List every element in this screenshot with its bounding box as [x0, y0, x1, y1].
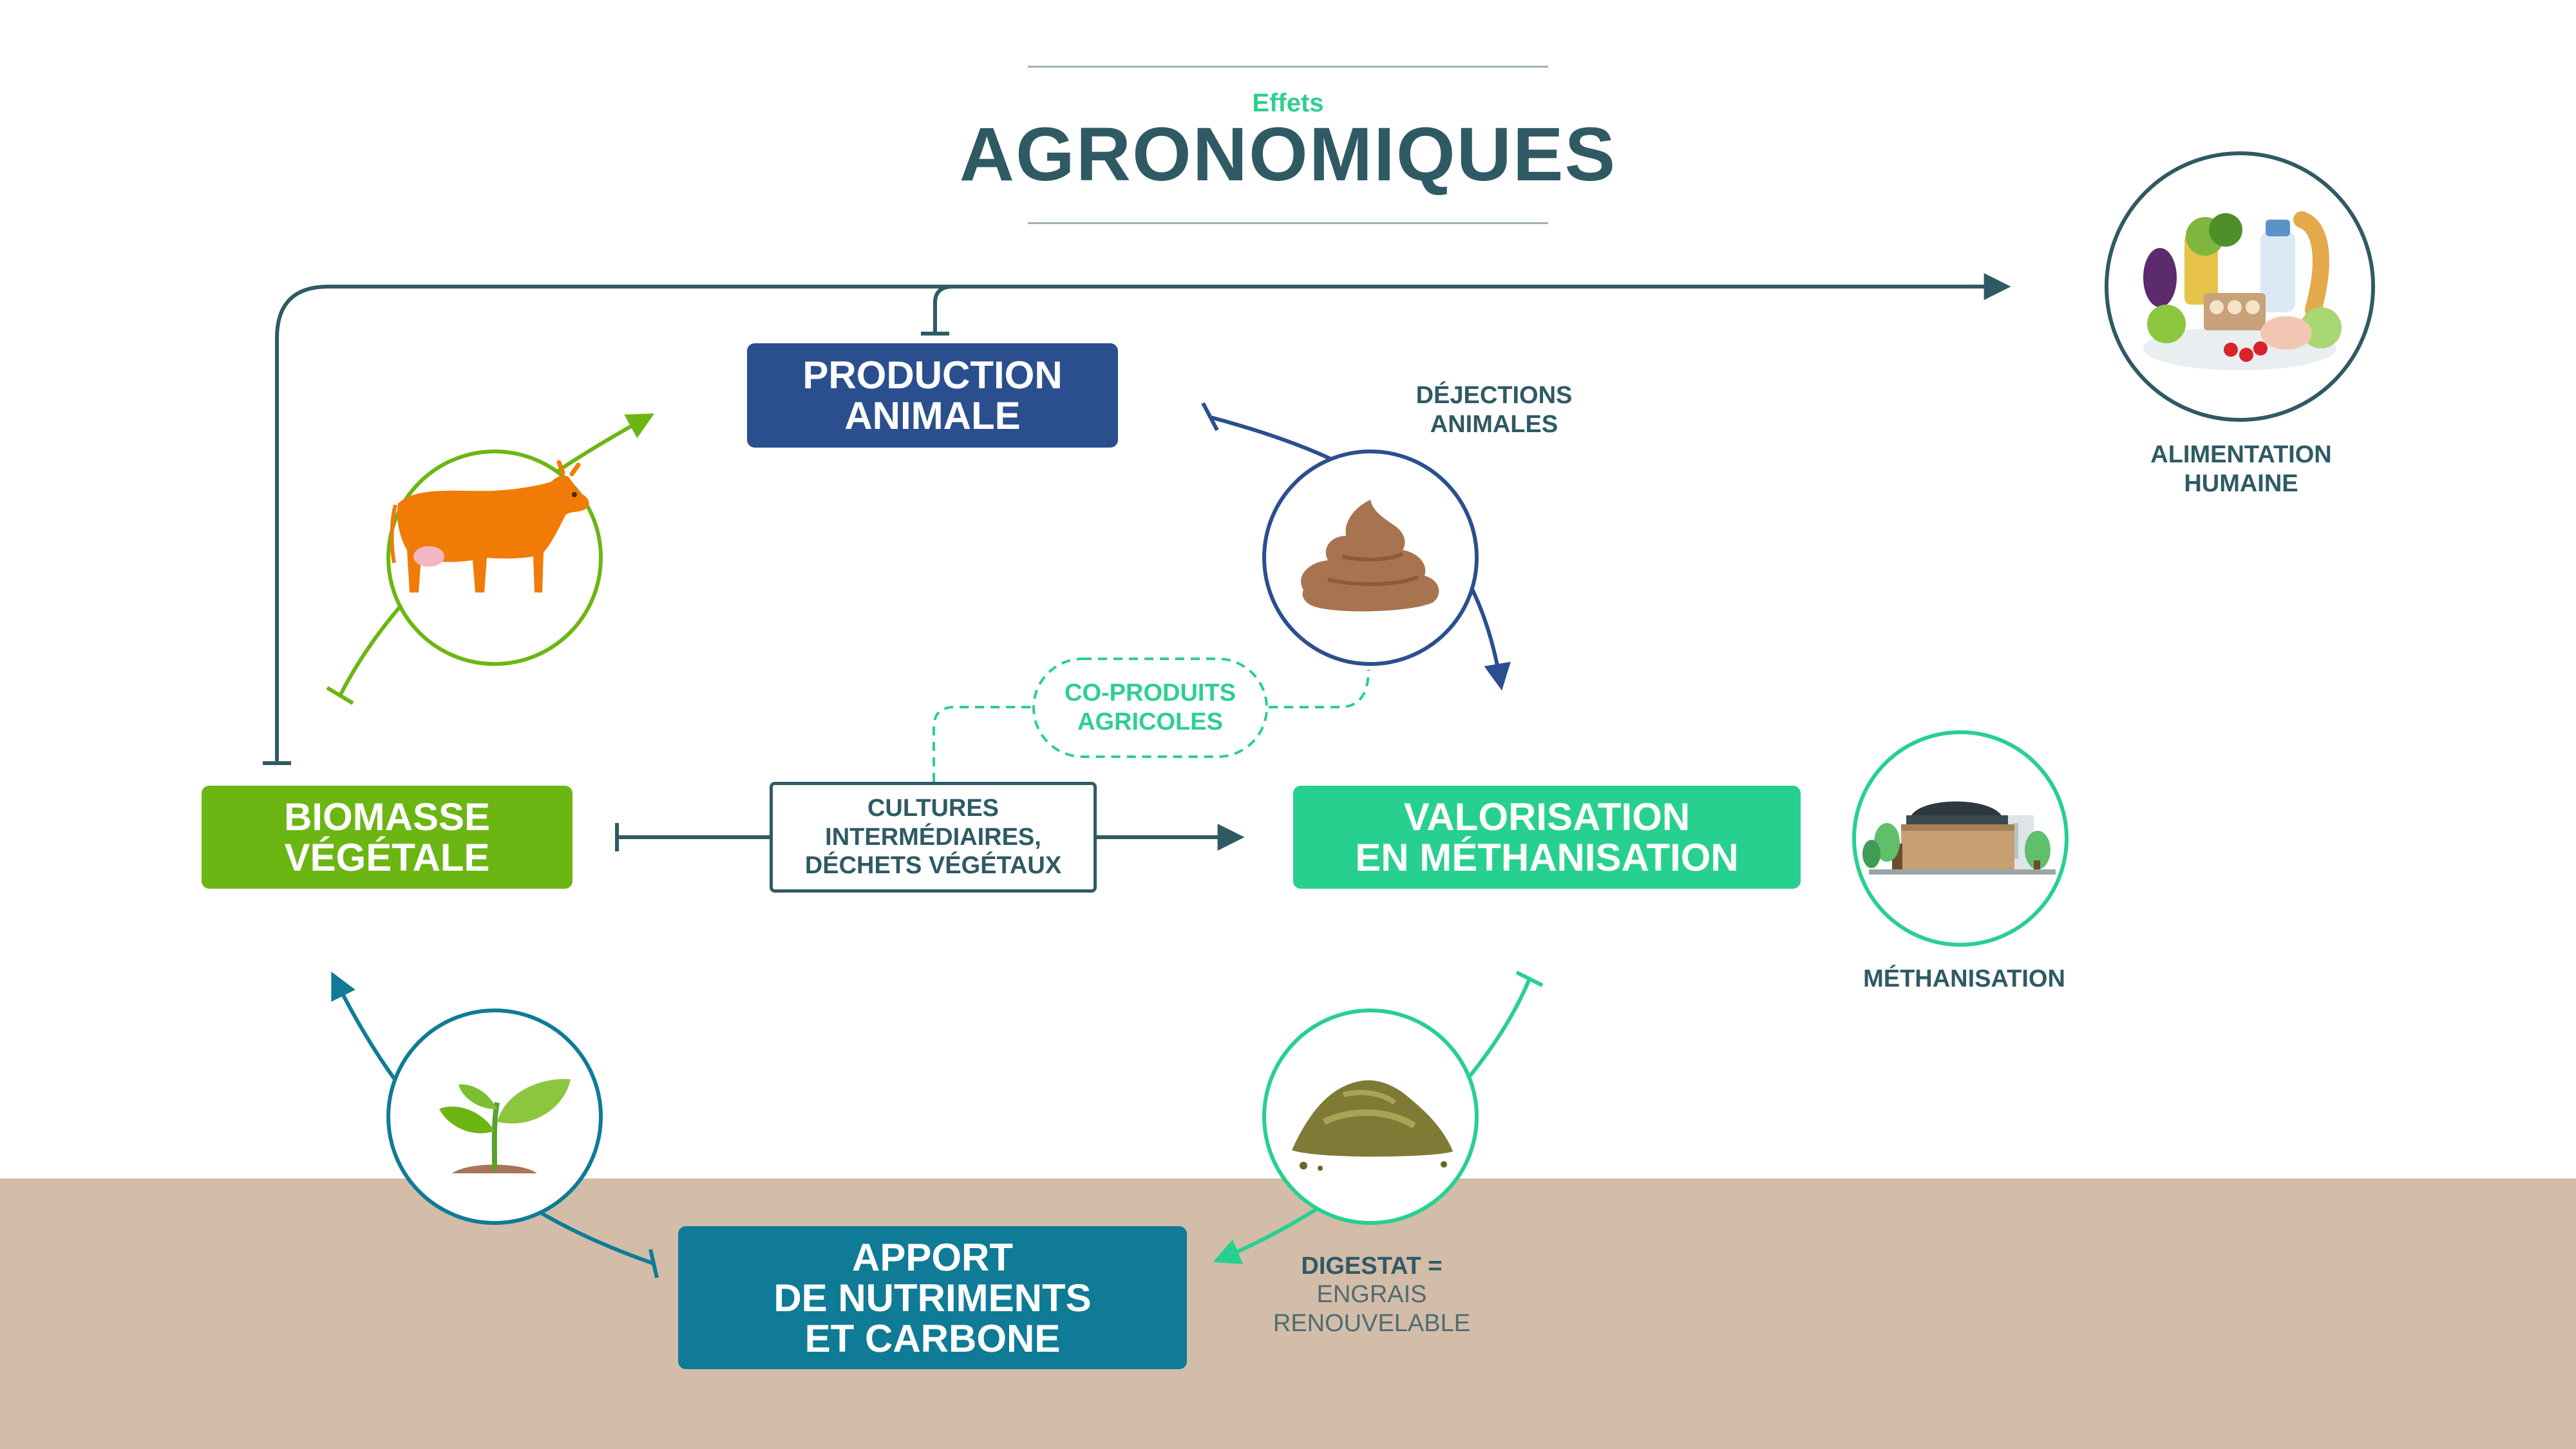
title-rule-top — [1028, 66, 1548, 68]
bar-valorisation-bottom — [1515, 971, 1544, 987]
sprout-icon — [386, 1009, 603, 1225]
label-digestat-title: DIGESTAT = — [1301, 1253, 1443, 1280]
box-apport-label: APPORT DE NUTRIMENTS ET CARBONE — [773, 1235, 1092, 1360]
title-rule-bottom — [1028, 222, 1548, 224]
box-biomasse-vegetale: BIOMASSE VÉGÉTALE — [202, 786, 573, 889]
box-production-animale: PRODUCTION ANIMALE — [747, 343, 1118, 448]
dashed-coproduits-to-dejections — [1269, 669, 1370, 708]
box-biomasse-label: BIOMASSE VÉGÉTALE — [283, 795, 491, 879]
title-eyebrow: Effets — [1252, 89, 1324, 117]
page-title: AGRONOMIQUES — [959, 112, 1617, 197]
box-valorisation-label: VALORISATION EN MÉTHANISATION — [1355, 795, 1739, 879]
label-dejections-animales: DÉJECTIONS ANIMALES — [1416, 382, 1573, 438]
label-alimentation-humaine: ALIMENTATION HUMAINE — [2150, 441, 2332, 497]
box-apport-nutriments: APPORT DE NUTRIMENTS ET CARBONE — [678, 1226, 1187, 1369]
digestate-pile-icon — [1262, 1009, 1479, 1225]
box-valorisation-methanisation: VALORISATION EN MÉTHANISATION — [1293, 786, 1801, 889]
arrow-biomasse-to-alimentation — [275, 273, 2011, 763]
box-production-label: PRODUCTION ANIMALE — [802, 354, 1063, 437]
methanizer-icon — [1852, 730, 2069, 947]
ground-band — [0, 1179, 2576, 1449]
coproduits-dashed-frame — [1032, 658, 1268, 758]
box-coproduits-agricoles: CO-PRODUITS AGRICOLES — [1032, 657, 1269, 759]
manure-icon — [1262, 450, 1479, 666]
bar-apport-left — [649, 1249, 659, 1278]
cow-icon — [386, 450, 603, 666]
label-digestat-subtitle: ENGRAIS RENOUVELABLE — [1273, 1281, 1471, 1337]
box-cultures-label: CULTURES INTERMÉDIAIRES, DÉCHETS VÉGÉTAU… — [804, 794, 1062, 880]
food-basket-icon — [2105, 151, 2375, 422]
dashed-coproduits-to-cultures — [933, 706, 1032, 782]
bar-production-right — [1201, 402, 1219, 431]
box-cultures-intermediaires: CULTURES INTERMÉDIAIRES, DÉCHETS VÉGÉTAU… — [770, 782, 1097, 893]
box-coproduits-label: CO-PRODUITS AGRICOLES — [1065, 679, 1236, 735]
label-methanisation: MÉTHANISATION — [1863, 965, 2065, 992]
bar-biomasse-green — [326, 686, 354, 705]
connector-production-to-loop — [933, 285, 954, 334]
